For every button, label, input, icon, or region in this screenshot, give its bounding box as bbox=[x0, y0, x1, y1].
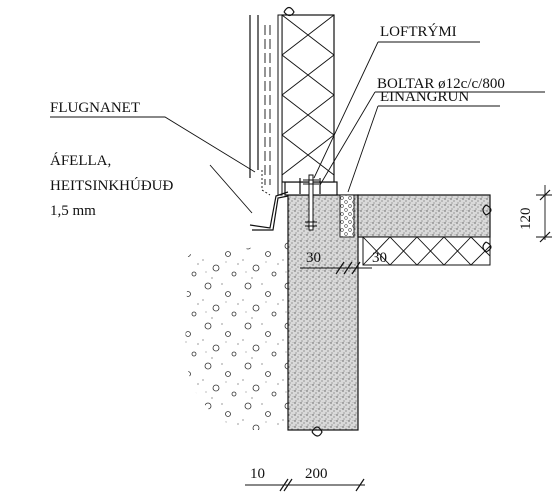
dim-gap-left: 30 bbox=[306, 250, 321, 266]
insulation-break-mark bbox=[482, 241, 492, 253]
gravel-fill bbox=[185, 240, 288, 430]
wall-break-top bbox=[283, 6, 295, 17]
leader-lines bbox=[50, 41, 545, 214]
dim-slab-thickness: 120 bbox=[518, 208, 534, 231]
wall-break-mark bbox=[311, 426, 323, 437]
dim-base bbox=[245, 478, 365, 492]
dim-gap-right: 30 bbox=[372, 250, 387, 266]
wall-stud-line bbox=[277, 14, 283, 196]
flashing bbox=[249, 191, 289, 231]
edge-insulation bbox=[339, 194, 355, 238]
label-flashing-1: ÁFELLA, bbox=[50, 152, 111, 169]
slab-break-mark bbox=[482, 204, 492, 216]
dim-base-small: 10 bbox=[250, 466, 265, 482]
fly-net bbox=[261, 170, 271, 196]
label-bolts: BOLTAR ø12c/c/800 bbox=[377, 76, 505, 92]
label-flashing-3: 1,5 mm bbox=[50, 203, 96, 219]
dim-slab bbox=[536, 185, 552, 243]
anchor-bolt bbox=[308, 174, 314, 231]
label-air-gap: LOFTRÝMI bbox=[380, 23, 457, 40]
dim-gap bbox=[300, 261, 372, 275]
label-insulation: EINANGRUN bbox=[380, 89, 469, 105]
dim-base-wall: 200 bbox=[305, 466, 328, 482]
floor-slab bbox=[357, 194, 491, 238]
label-flashing-2: HEITSINKHÚÐUÐ bbox=[50, 177, 173, 194]
underslab-insulation bbox=[362, 236, 491, 266]
label-fly-net: FLUGNANET bbox=[50, 100, 140, 116]
wall-insulation bbox=[281, 14, 335, 183]
